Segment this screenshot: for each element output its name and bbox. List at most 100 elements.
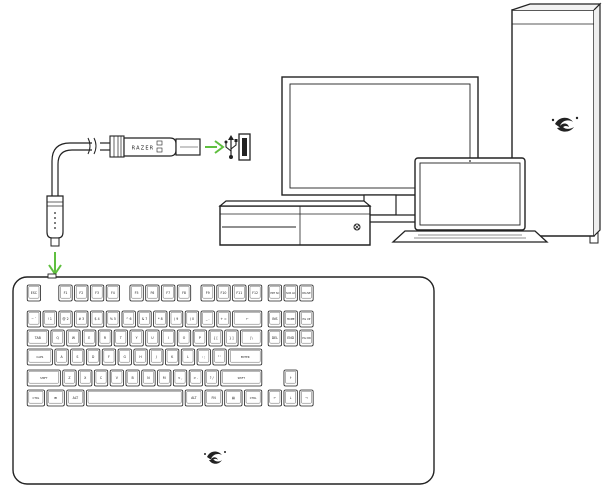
key-cap-top [135, 350, 146, 363]
key-cap-top [143, 371, 154, 384]
key-cap [224, 389, 243, 407]
key-cap-top [68, 331, 79, 344]
key-label: F6 [150, 291, 154, 295]
key-cap-top [60, 312, 71, 325]
key-cap [74, 310, 89, 328]
key-cap [129, 329, 144, 347]
key-label: FN [212, 396, 217, 400]
key-cap-top [76, 286, 87, 299]
keyboard-key: PRT SC [267, 284, 282, 302]
key-cap-top [166, 350, 178, 363]
key-cap [129, 284, 144, 302]
key-label: J [155, 355, 157, 359]
key-cap [267, 389, 282, 407]
keyboard-key: HOME [283, 310, 298, 328]
key-cap-top [28, 286, 40, 299]
keyboard-key: Z [62, 369, 77, 387]
keyboard-key: F9 [200, 284, 215, 302]
key-cap-top [301, 312, 312, 325]
key-cap-top [186, 391, 202, 404]
key-cap-top [226, 391, 241, 404]
key-cap [228, 348, 263, 366]
key-cap-top [79, 371, 91, 384]
key-cap-top [111, 371, 123, 384]
key-cap-top [139, 312, 150, 325]
key-label: DEL [272, 336, 278, 340]
key-cap-top [269, 312, 281, 325]
keyboard-key: > . [188, 369, 203, 387]
key-cap-top [147, 286, 158, 299]
keyboard-key: @ 2 [58, 310, 73, 328]
key-label: : ; [202, 355, 205, 359]
key-label: * 8 [158, 317, 163, 321]
key-label: % 5 [110, 317, 116, 321]
usb-port-icon [238, 133, 251, 161]
key-cap-top [68, 391, 83, 404]
keyboard-key: DEL [267, 329, 282, 347]
key-cap [168, 310, 184, 328]
key-cap-top [198, 350, 210, 363]
arrow-to-keyboard [48, 252, 62, 276]
key-cap [283, 310, 298, 328]
key-cap-top [285, 286, 296, 299]
key-label: # 3 [78, 317, 84, 321]
key-cap [26, 389, 45, 407]
key-cap-top [131, 286, 142, 299]
key-cap [105, 310, 120, 328]
key-cap [101, 348, 117, 366]
key-cap [184, 389, 203, 407]
key-label: TAB [34, 336, 41, 340]
key-cap [299, 284, 314, 302]
key-cap-top [99, 331, 111, 344]
key-cap [299, 329, 314, 347]
keyboard-key: F3 [90, 284, 105, 302]
key-label: ⊞ [54, 396, 57, 400]
key-label: ▤ [232, 396, 235, 400]
key-cap [244, 389, 263, 407]
key-cap [299, 389, 314, 407]
key-cap-top [170, 312, 182, 325]
keyboard-key: F6 [145, 284, 160, 302]
keyboard-key: : ; [196, 348, 211, 366]
key-cap-top [28, 371, 59, 384]
key-label: → [305, 396, 308, 400]
key-label: ) 0 [190, 317, 194, 321]
usb-cable: RAZER [46, 135, 201, 247]
key-cap [157, 369, 172, 387]
key-cap-top [186, 312, 198, 325]
key-cap [247, 284, 263, 302]
key-label: @ 2 [62, 317, 68, 321]
keyboard-key: ← [267, 389, 282, 407]
keyboard-key: $ 4 [90, 310, 105, 328]
key-label: Z [68, 376, 71, 380]
keyboard-key: ALT [66, 389, 85, 407]
key-cap-top [218, 312, 229, 325]
key-label: $ 4 [95, 317, 100, 321]
key-cap [172, 369, 188, 387]
key-cap-top [28, 331, 48, 344]
key-label: S [76, 355, 78, 359]
arrow-to-usb-port [205, 140, 225, 154]
keyboard-key: SHIFT [26, 369, 61, 387]
key-cap-top [210, 331, 221, 344]
keyboard-key: F [101, 348, 117, 366]
key-label: { [ [213, 336, 217, 340]
keyboard-key: G [117, 348, 132, 366]
key-label: " ' [218, 355, 221, 359]
keyboard-key: END [283, 329, 298, 347]
key-cap [58, 310, 73, 328]
keyboard-key [86, 389, 184, 407]
key-label: ← [274, 396, 277, 400]
key-cap-top [147, 331, 158, 344]
key-label: X [84, 376, 87, 380]
key-cap [267, 284, 282, 302]
key-label: ↓ [289, 396, 292, 400]
key-label: F [108, 355, 110, 359]
keyboard-key: F5 [129, 284, 144, 302]
key-cap [232, 284, 247, 302]
key-cap [200, 284, 215, 302]
key-cap-top [151, 350, 162, 363]
key-cap [86, 348, 101, 366]
key-cap [204, 369, 219, 387]
keyboard-key: F2 [74, 284, 89, 302]
